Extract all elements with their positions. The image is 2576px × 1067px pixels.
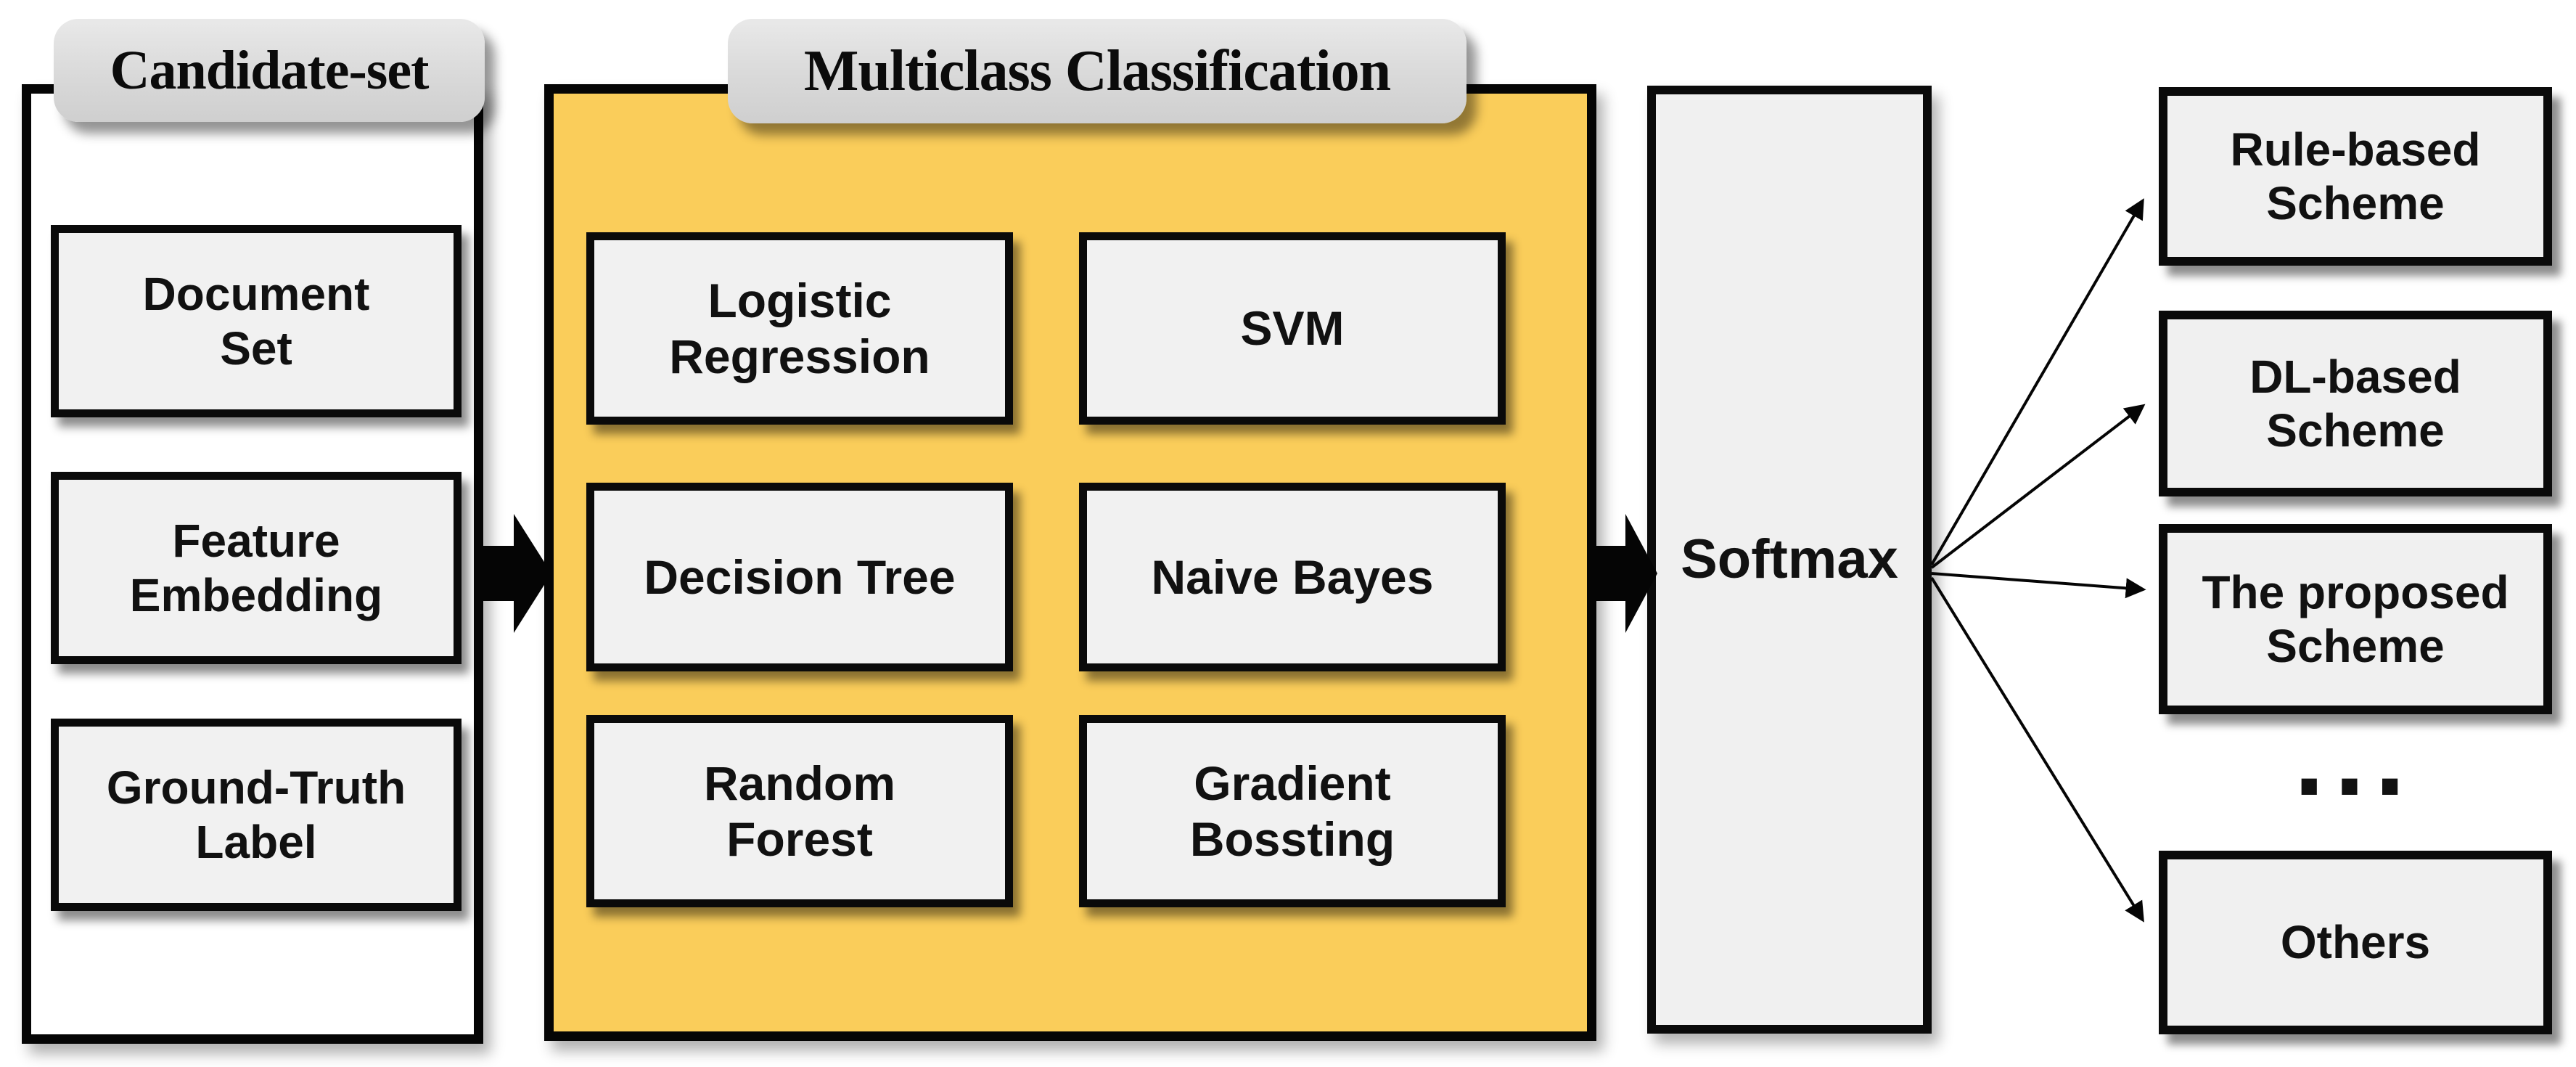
feature-embedding-box: Feature Embedding [51,472,462,664]
naive-bayes-text: Naive Bayes [1151,549,1434,604]
multiclass-classification-label: Multiclass Classification [728,19,1467,123]
proposed-scheme-box: The proposed Scheme [2159,524,2552,714]
logistic-regression-box: Logistic Regression [586,232,1013,425]
decision-tree-box: Decision Tree [586,483,1013,671]
feature-embedding-text: Feature Embedding [129,515,383,621]
random-forest-box: Random Forest [586,715,1013,907]
softmax-box: Softmax [1647,86,1932,1034]
dl-based-scheme-box: DL-based Scheme [2159,311,2552,496]
multiclass-classification-label-text: Multiclass Classification [803,38,1391,103]
flow-arrow-1-icon [480,514,551,633]
dl-based-scheme-text: DL-based Scheme [2249,350,2461,457]
arrow-to-dl-based-icon [1930,404,2146,569]
others-box: Others [2159,851,2552,1034]
ellipsis: ... [2294,696,2416,818]
logistic-regression-text: Logistic Regression [669,273,930,383]
arrow-to-others-icon [1930,576,2144,923]
arrow-to-rule-based-icon [1930,198,2144,566]
candidate-set-label: Candidate-set [54,19,485,122]
gradient-bossting-text: Gradient Bossting [1189,756,1395,866]
proposed-scheme-text: The proposed Scheme [2202,565,2509,672]
svm-text: SVM [1240,301,1345,356]
softmax-label: Softmax [1681,528,1898,590]
rule-based-scheme-text: Rule-based Scheme [2230,123,2481,229]
document-set-box: Document Set [51,225,462,417]
random-forest-text: Random Forest [704,756,895,866]
svm-box: SVM [1079,232,1506,425]
decision-tree-text: Decision Tree [644,549,956,604]
arrow-to-proposed-icon [1931,572,2146,599]
ground-truth-label-text: Ground-Truth Label [106,761,406,868]
candidate-set-label-text: Candidate-set [110,39,430,101]
document-set-text: Document Set [142,268,370,375]
gradient-bossting-box: Gradient Bossting [1079,715,1506,907]
rule-based-scheme-box: Rule-based Scheme [2159,87,2552,266]
others-text: Others [2280,916,2431,969]
naive-bayes-box: Naive Bayes [1079,483,1506,671]
ground-truth-label-box: Ground-Truth Label [51,719,462,911]
